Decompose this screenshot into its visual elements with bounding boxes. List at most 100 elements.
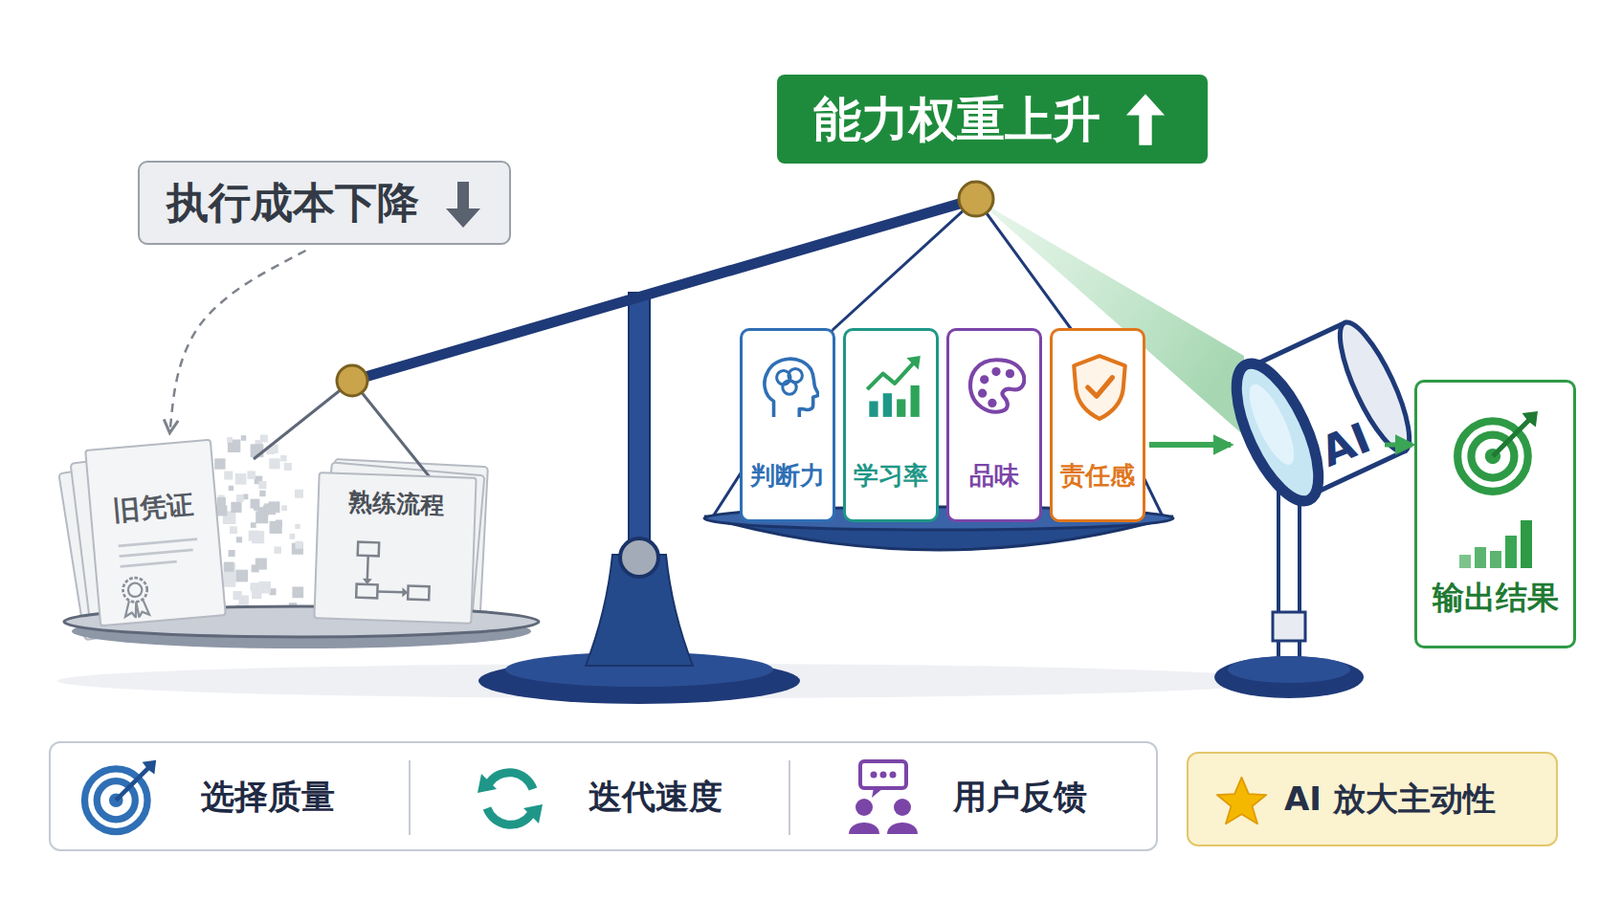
pixel [294,489,304,499]
pixel [275,519,283,527]
pixel [228,550,236,557]
pixel [250,499,261,510]
node-label: 能力权重上升 [813,90,1101,149]
icon [444,179,483,230]
pixel [246,470,256,480]
diagram-node: 旧凭证 [84,439,227,628]
icon [79,758,158,838]
pixel [281,505,288,512]
diagram-node: 选择质量 迭代速度 用户反馈 [48,741,1158,852]
pixel [291,586,304,599]
node-label: 选择质量 [200,777,335,818]
pixel [238,595,248,605]
pixel [255,511,268,524]
pixel [241,435,247,442]
pixel [280,455,287,462]
icon-shape [970,359,1024,412]
pixel [274,546,282,554]
pixel [223,562,234,573]
icon-shape [1457,411,1538,492]
icon [110,533,209,577]
connector-arrow [169,250,306,434]
icon [759,352,820,422]
pixel [222,562,236,576]
icon [407,760,412,836]
icon-shape [477,773,543,826]
icon [471,760,549,838]
icon-shape [764,358,820,418]
connector-arrow [1149,442,1231,448]
icon [863,352,923,422]
connector-arrow [1384,443,1413,448]
icon-shape [121,577,150,619]
node-label: 旧凭证 [111,488,196,529]
pixel [268,501,281,513]
icon [844,759,922,837]
icon [966,352,1026,422]
diagram-node: 责任感 [1049,328,1146,523]
pixel [230,502,242,513]
diagram-node: AI 放大主动性 [1186,752,1558,847]
icon [1215,775,1268,828]
node-label: 迭代速度 [588,777,723,818]
node-label: 执行成本下降 [166,177,420,229]
icon-shape [409,760,411,836]
pixel [216,505,227,516]
icon-shape [1073,355,1125,420]
icon-shape [789,760,791,836]
pixel [226,437,233,444]
icon [116,573,156,621]
diagram-node: 能力权重上升 [777,74,1208,164]
diagram-node: 学习率 [843,328,939,523]
right-pan [704,199,1174,551]
pixel [222,575,236,588]
icon-shape [1126,93,1165,146]
pixel [235,570,248,583]
diagram-node: 判断力 [739,328,836,523]
node-label: 品味 [969,461,1020,491]
pixel [250,522,257,529]
diagram-node: 熟练流程 [312,471,477,625]
diagram-node: AI [1234,380,1383,510]
icon-shape [118,539,200,568]
icon-shape [848,761,918,835]
pixel [295,541,304,550]
pixel [258,481,267,489]
node-label: AI [1313,412,1378,478]
pixel [236,536,243,543]
diagram-node: 品味 [946,328,1043,523]
icon [787,760,792,836]
pixel [288,533,295,540]
icon [1123,91,1168,148]
node-label: 学习率 [853,461,929,491]
pixel [268,458,280,469]
pixel [228,486,234,491]
pixel [229,526,238,534]
diagram-node: 执行成本下降 [137,160,512,245]
pixel [258,581,271,595]
icon [340,537,448,609]
icon-shape [1459,520,1533,569]
pixel [251,531,265,544]
icon-shape [84,760,156,833]
pixel [223,471,233,481]
pixel [259,490,266,497]
node-label: 责任感 [1060,461,1135,491]
icon-shape [1217,777,1267,825]
icon [1455,516,1542,570]
ai-lens [1214,311,1424,699]
icon-shape [866,355,921,418]
pixel [214,458,225,469]
pixel [294,524,300,530]
icon [1451,409,1540,498]
icon-shape [355,542,431,601]
node-label: 判断力 [750,461,825,491]
node-label: AI 放大主动性 [1284,779,1496,820]
pixel [284,463,292,471]
dissolve-pixels [214,435,304,622]
icon-shape [445,181,481,228]
node-label: 用户反馈 [953,777,1088,818]
left-pan [64,380,539,649]
node-label: 输出结果 [1432,578,1559,618]
